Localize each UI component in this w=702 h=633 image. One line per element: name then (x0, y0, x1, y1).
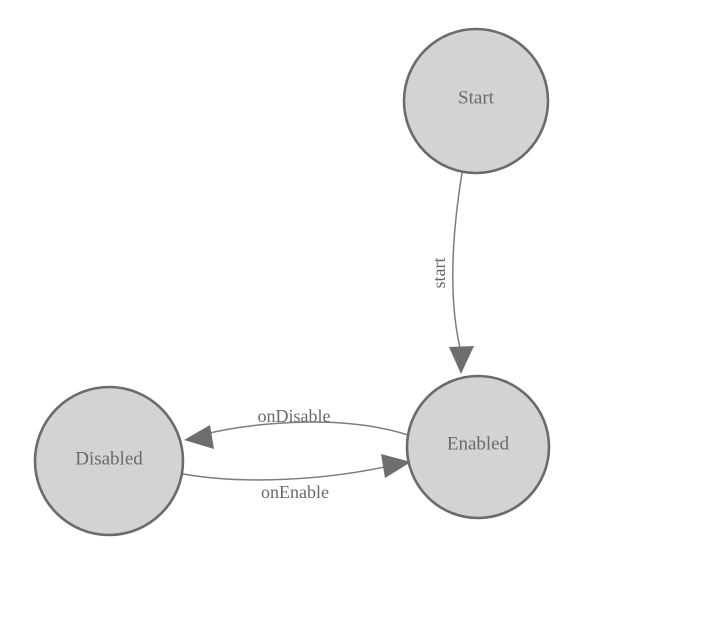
state-node-disabled-label: Disabled (75, 448, 143, 469)
state-node-enabled-circle (405, 374, 551, 520)
edge-label-start: start (429, 258, 449, 289)
edge-start-to-enabled[interactable]: start (429, 172, 474, 374)
edge-path-enabled-to-disabled (204, 421, 409, 436)
edge-disabled-to-enabled[interactable]: onEnable (177, 454, 411, 502)
state-node-enabled-label: Enabled (447, 433, 510, 454)
edge-path-disabled-to-enabled (177, 465, 390, 481)
state-node-enabled[interactable]: Enabled (405, 374, 551, 520)
edge-label-ondisable: onDisable (258, 406, 331, 426)
state-node-start-label: Start (458, 87, 495, 108)
edge-path-start-to-enabled (452, 172, 463, 353)
state-node-disabled-circle (33, 385, 185, 537)
edge-enabled-to-disabled[interactable]: onDisable (184, 406, 409, 449)
arrowhead-enabled-to-disabled (184, 425, 214, 449)
arrowhead-start-to-enabled (449, 346, 474, 374)
state-node-disabled[interactable]: Disabled (33, 385, 185, 537)
arrowhead-disabled-to-enabled (381, 454, 411, 478)
state-node-start-circle (402, 27, 550, 175)
state-node-start[interactable]: Start (402, 27, 550, 175)
edge-label-onenable: onEnable (261, 482, 329, 502)
